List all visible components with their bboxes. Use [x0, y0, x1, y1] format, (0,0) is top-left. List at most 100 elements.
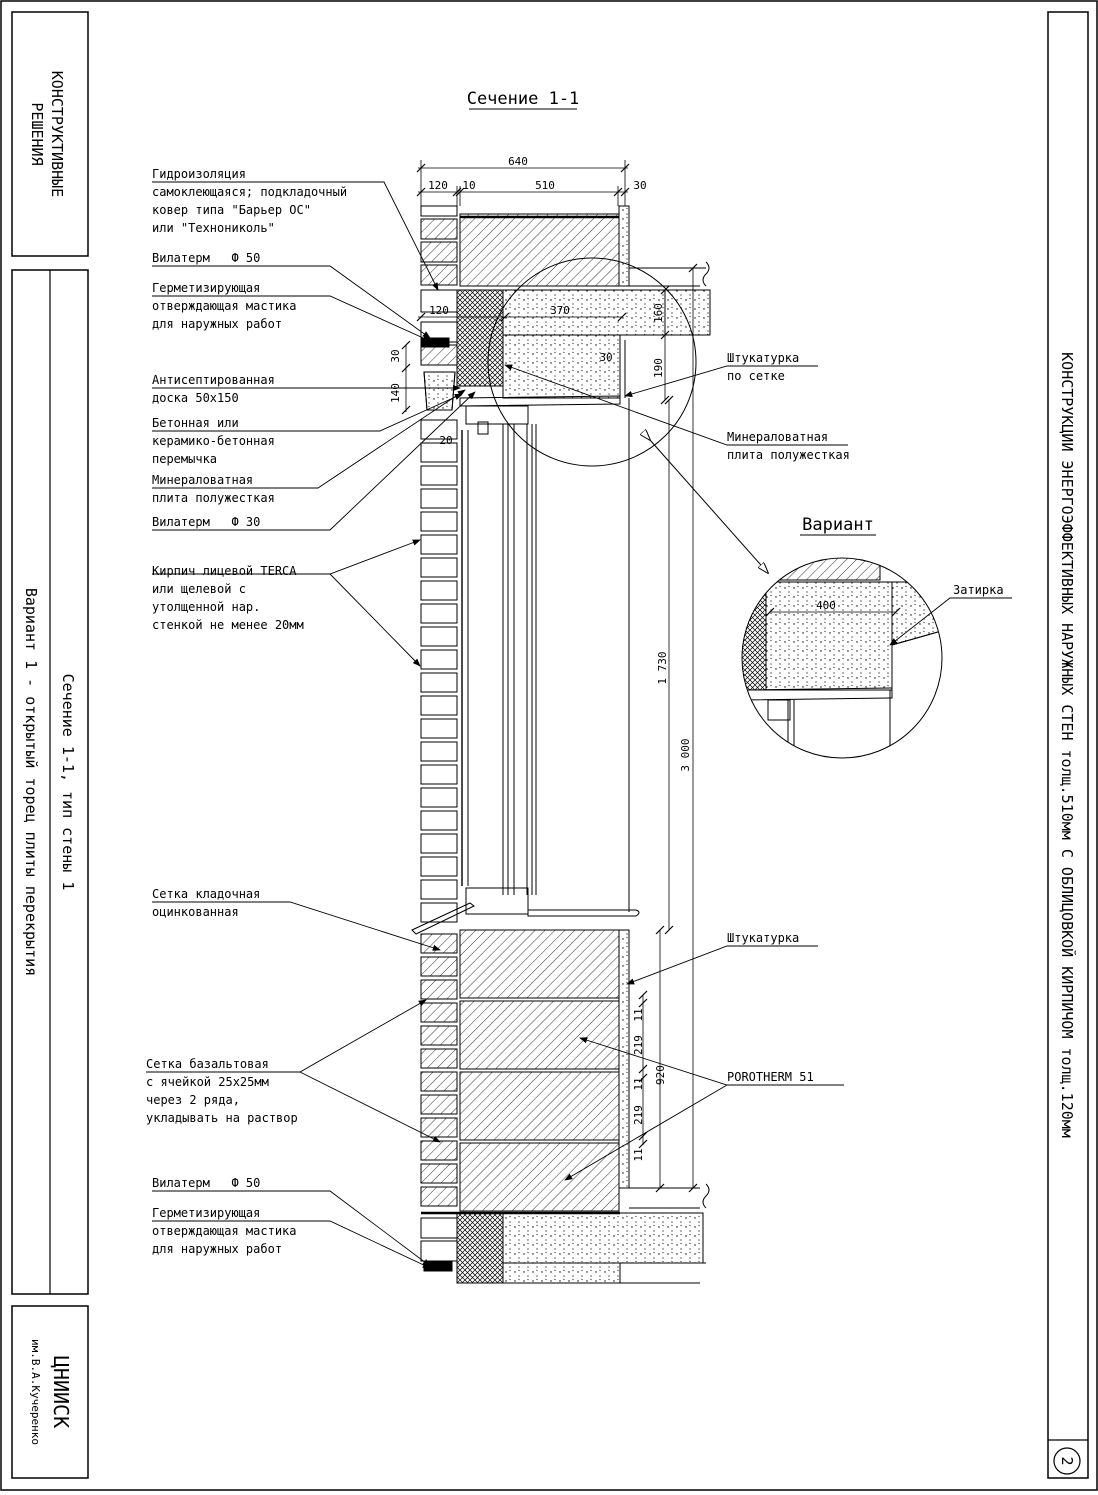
facing-brick	[420, 649, 458, 670]
facing-brick	[420, 557, 458, 578]
label-brick-1: Кирпич лицевой TERCA	[152, 564, 297, 578]
wall-section	[411, 205, 711, 1284]
facing-brick	[420, 879, 458, 900]
page-number: 2	[1058, 1456, 1076, 1465]
dim-640: 640	[508, 155, 528, 168]
label-mastic-bottom-1: Герметизирующая	[152, 1206, 260, 1220]
left-bottom-a: ЦНИИСК	[49, 1356, 73, 1428]
leader-lines	[146, 181, 1012, 1269]
dim-3000: 3 000	[679, 738, 692, 771]
label-porotherm: POROTHERM 51	[727, 1070, 814, 1084]
label-hydro-3: ковер типа "Барьер ОС"	[152, 203, 311, 217]
dim-190: 190	[652, 358, 665, 378]
label-hydro: Гидроизоляция самоклеющаяся; подкладочны…	[152, 167, 347, 235]
label-mineral-right-2: плита полужесткая	[727, 448, 850, 462]
dim-370: 370	[550, 304, 570, 317]
label-mesh-basalt-4: укладывать на раствор	[146, 1111, 298, 1125]
dim-219b: 219	[632, 1105, 645, 1125]
dim-510: 510	[535, 179, 555, 192]
label-vilaterm-50-top: Вилатерм Ф 50	[152, 251, 260, 265]
right-panel-title: КОНСТРУКЦИИ ЭНЕРГОЭФФЕКТИВНЫХ НАРУЖНЫХ С…	[1058, 352, 1077, 1138]
dim-400: 400	[816, 599, 836, 612]
facing-brick	[420, 1117, 458, 1138]
label-mineral-left: Минераловатная плита полужесткая	[152, 473, 275, 505]
label-lintel: Бетонная или керамико-бетонная перемычка	[152, 416, 275, 466]
label-mesh-basalt-1: Сетка базальтовая	[146, 1057, 269, 1071]
section-title: Сечение 1-1	[467, 89, 580, 109]
facing-brick	[420, 787, 458, 808]
facing-brick	[420, 718, 458, 739]
left-top-line1: КОНСТРУКТИВНЫЕ	[48, 71, 66, 197]
facing-brick	[420, 626, 458, 647]
label-brick-4: стенкой не менее 20мм	[152, 618, 304, 632]
label-hydro-4: или "Технониколь"	[152, 221, 275, 235]
facing-brick	[420, 741, 458, 762]
facing-brick	[420, 603, 458, 624]
facing-brick	[420, 511, 458, 532]
label-plaster: Штукатурка	[727, 931, 799, 945]
label-mesh-galv-1: Сетка кладочная	[152, 887, 260, 901]
facing-brick-outline	[420, 1025, 458, 1046]
dim-1730: 1 730	[656, 651, 669, 684]
label-plaster-mesh: Штукатурка по сетке	[727, 351, 799, 383]
label-mineral-right-1: Минераловатная	[727, 430, 828, 444]
facing-brick	[420, 442, 458, 463]
dim-120: 120	[428, 179, 448, 192]
dim-30b: 30	[389, 349, 402, 362]
label-plaster-mesh-2: по сетке	[727, 369, 785, 383]
label-mastic-top-1: Герметизирующая	[152, 281, 260, 295]
facing-brick-column	[420, 419, 458, 1207]
dim-11a: 11	[632, 1008, 645, 1021]
label-mesh-basalt: Сетка базальтовая с ячейкой 25х25мм чере…	[146, 1057, 298, 1125]
dim-30: 30	[633, 179, 646, 192]
facing-brick-outline	[420, 1071, 458, 1092]
page-number-circle	[1053, 1447, 1081, 1475]
left-top-line2: РЕШЕНИЯ	[28, 102, 46, 165]
facing-brick	[420, 1140, 458, 1161]
label-mineral-left-1: Минераловатная	[152, 473, 253, 487]
dim-30c: 30	[599, 351, 612, 364]
label-mineral-left-2: плита полужесткая	[152, 491, 275, 505]
facing-brick	[420, 833, 458, 854]
dim-11c: 11	[632, 1148, 645, 1161]
dim-140: 140	[389, 383, 402, 403]
label-mesh-galv-2: оцинкованная	[152, 905, 239, 919]
detail-circle	[487, 257, 697, 467]
label-vilaterm-30: Вилатерм Ф 30	[152, 515, 260, 529]
facing-brick-outline	[420, 1163, 458, 1184]
dim-11b: 11	[632, 1077, 645, 1090]
facing-brick	[420, 1186, 458, 1207]
facing-brick	[420, 764, 458, 785]
left-middle-a: Сечение 1-1, тип стены 1	[59, 674, 77, 891]
facing-brick	[420, 856, 458, 877]
facing-brick	[420, 580, 458, 601]
facing-brick	[420, 1025, 458, 1046]
label-lintel-3: перемычка	[152, 452, 217, 466]
dim-160: 160	[652, 303, 665, 323]
variant-title: Вариант	[802, 515, 874, 535]
facing-brick	[420, 695, 458, 716]
facing-brick	[420, 979, 458, 1000]
dim-120b: 120	[429, 304, 449, 317]
label-lintel-2: керамико-бетонная	[152, 434, 275, 448]
label-zatirka: Затирка	[953, 583, 1004, 597]
dim-920: 920	[654, 1065, 667, 1085]
label-mastic-bottom: Герметизирующая отверждающая мастика для…	[152, 1206, 297, 1256]
facing-brick	[420, 488, 458, 509]
facing-brick-outline	[420, 1186, 458, 1207]
label-mastic-top-3: для наружных работ	[152, 317, 282, 331]
label-brick-2: или щелевой с	[152, 582, 246, 596]
left-box-bottom	[11, 1305, 89, 1479]
label-board-1: Антисептированная	[152, 373, 275, 387]
dim-10: 10	[462, 179, 475, 192]
label-board-2: доска 50х150	[152, 391, 239, 405]
label-mastic-top: Герметизирующая отверждающая мастика для…	[152, 281, 297, 331]
label-mesh-galv: Сетка кладочная оцинкованная	[152, 887, 260, 919]
left-box-top	[11, 11, 89, 257]
label-hydro-1: Гидроизоляция	[152, 167, 246, 181]
facing-brick	[420, 810, 458, 831]
label-hydro-2: самоклеющаяся; подкладочный	[152, 185, 347, 199]
label-brick-3: утолщенной нар.	[152, 600, 260, 614]
